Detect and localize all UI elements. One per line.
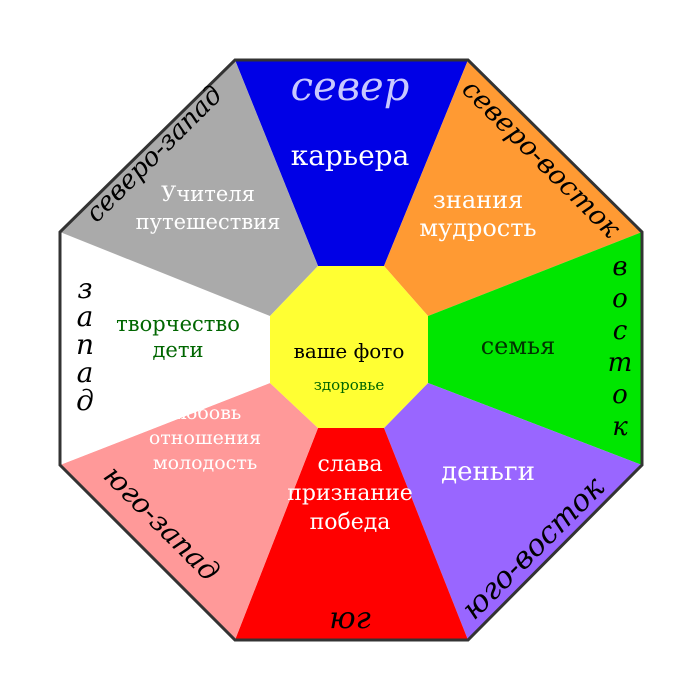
label-line: дети [153,338,204,362]
center-title: ваше фото [294,339,405,363]
sector-west [60,232,270,465]
label-line: карьера [291,139,410,172]
label-line: отношения [149,427,261,449]
direction-letter: с [613,316,628,346]
sector-southeast [384,383,642,640]
direction-south: юг [329,601,371,636]
label-southwest: любовь отношения молодость [149,402,261,474]
label-line: любовь [169,402,242,424]
center-octagon [270,266,428,428]
label-line: деньги [441,457,535,487]
direction-letter: к [612,412,628,442]
label-line: творчество [116,312,240,336]
direction-letter: д [76,384,94,417]
label-south: слава признание победа [287,452,413,535]
direction-letter: т [608,348,633,378]
sector-southwest [60,383,318,640]
sector-northwest [60,60,318,316]
label-north: карьера [291,139,410,172]
sector-south [235,428,468,640]
direction-letter: в [612,252,627,282]
octagon-outline [58,58,644,642]
direction-north: север [291,64,410,110]
direction-letter: п [76,328,94,361]
direction-letter: о [612,284,628,314]
sector-northeast [384,60,642,316]
direction-letter: о [612,380,628,410]
direction-letter: з [77,272,92,305]
label-line: победа [310,510,391,535]
label-line: слава [318,452,383,477]
label-line: путешествия [136,210,281,234]
label-southeast: деньги [441,457,535,487]
label-line: мудрость [419,214,536,242]
label-northwest: Учителя путешествия [136,182,281,234]
direction-letter: а [77,300,94,333]
sector-north [235,60,468,266]
label-line: знания [433,186,524,214]
label-line: молодость [153,452,257,474]
label-east: семья [481,332,556,360]
label-line: семья [481,332,556,360]
label-line: Учителя [161,182,255,206]
direction-letter: а [77,356,94,389]
center-subtitle: здоровье [314,376,385,394]
label-line: признание [287,481,413,506]
sector-east [428,232,642,465]
